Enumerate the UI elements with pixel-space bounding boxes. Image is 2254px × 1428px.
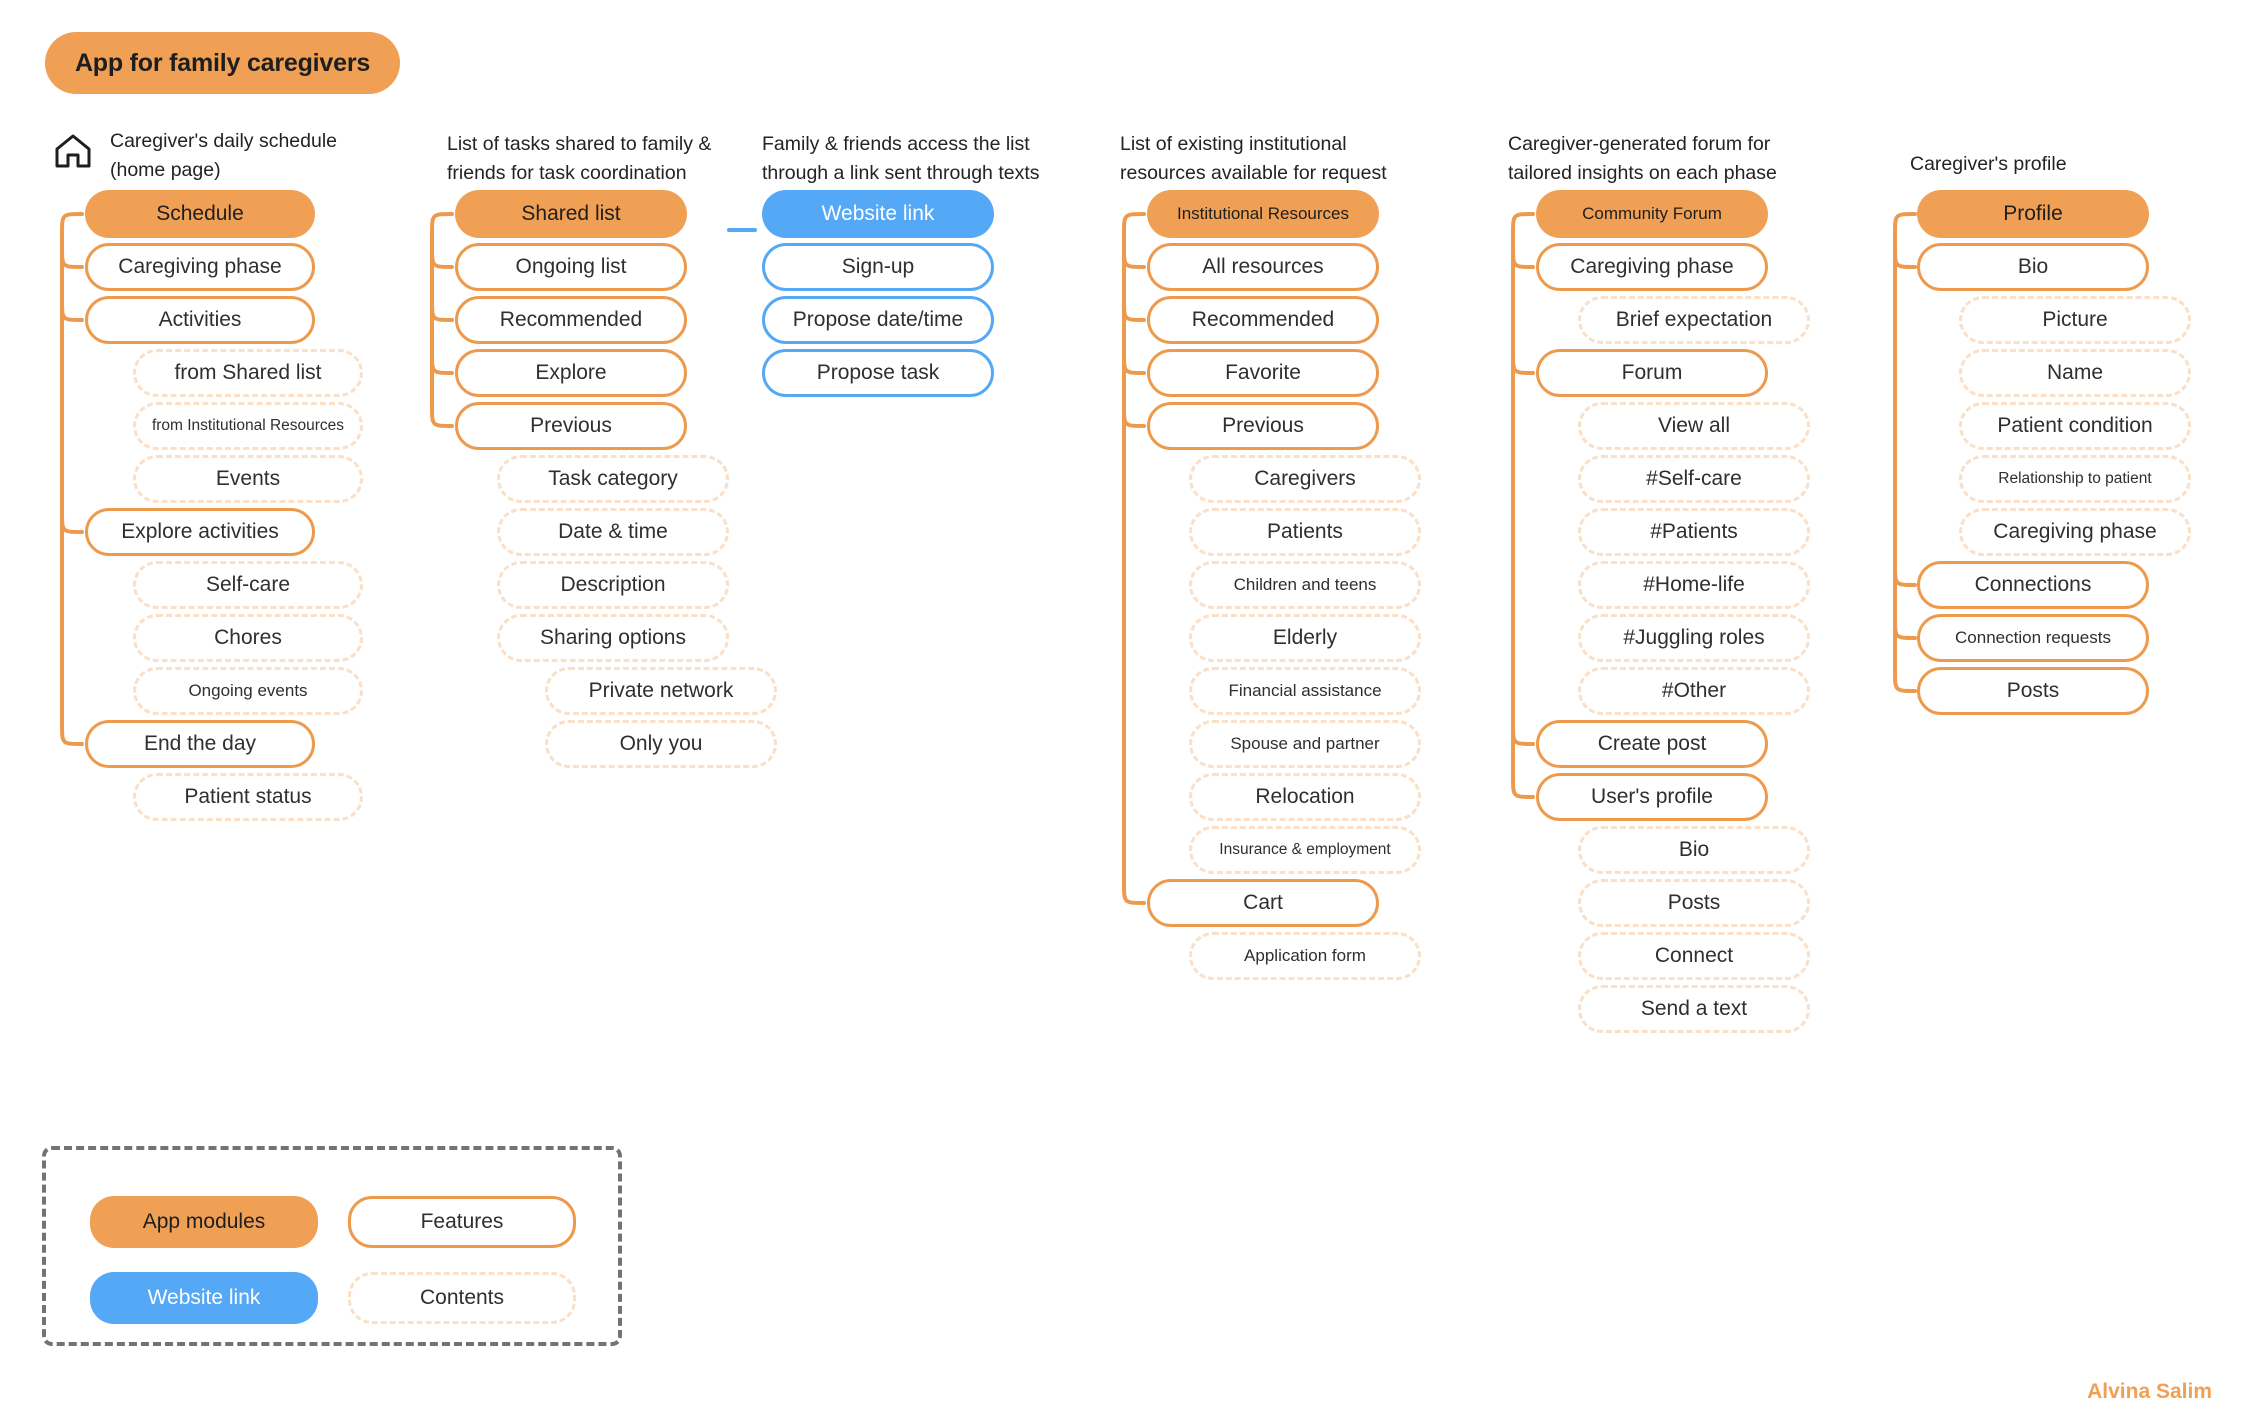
node-recommended[interactable]: Recommended [1147, 296, 1379, 344]
node-spouse-and-partner: Spouse and partner [1189, 720, 1421, 768]
node-patients: #Patients [1578, 508, 1810, 556]
column-caption-schedule: Caregiver's daily schedule (home page) [110, 130, 338, 181]
column-caption-website-link: Family & friends access the list through… [762, 133, 1040, 184]
node-posts: Posts [1578, 879, 1810, 927]
node-forum[interactable]: Forum [1536, 349, 1768, 397]
node-previous[interactable]: Previous [1147, 402, 1379, 450]
node-community-forum[interactable]: Community Forum [1536, 190, 1768, 238]
node-date-time: Date & time [497, 508, 729, 556]
shared-list-website-link-connector [727, 228, 757, 232]
node-name: Name [1959, 349, 2191, 397]
legend-item-website-link: Website link [90, 1272, 318, 1324]
node-ongoing-events: Ongoing events [133, 667, 363, 715]
node-send-a-text: Send a text [1578, 985, 1810, 1033]
node-all-resources[interactable]: All resources [1147, 243, 1379, 291]
column-caption-institutional-resources: List of existing institutional resources… [1120, 133, 1387, 184]
node-application-form: Application form [1189, 932, 1421, 980]
node-end-the-day[interactable]: End the day [85, 720, 315, 768]
node-task-category: Task category [497, 455, 729, 503]
home-icon [55, 134, 91, 168]
node-propose-date-time[interactable]: Propose date/time [762, 296, 994, 344]
legend-item-contents: Contents [348, 1272, 576, 1324]
column-caption-profile: Caregiver's profile [1910, 153, 2067, 175]
node-self-care: #Self-care [1578, 455, 1810, 503]
legend [42, 1146, 622, 1346]
node-explore-activities[interactable]: Explore activities [85, 508, 315, 556]
node-sharing-options: Sharing options [497, 614, 729, 662]
node-caregiving-phase[interactable]: Caregiving phase [85, 243, 315, 291]
author-signature: Alvina Salim [2087, 1380, 2212, 1403]
node-other: #Other [1578, 667, 1810, 715]
node-only-you: Only you [545, 720, 777, 768]
node-picture: Picture [1959, 296, 2191, 344]
node-description: Description [497, 561, 729, 609]
node-from-institutional-resources: from Institutional Resources [133, 402, 363, 450]
node-caregivers: Caregivers [1189, 455, 1421, 503]
node-recommended[interactable]: Recommended [455, 296, 687, 344]
node-view-all: View all [1578, 402, 1810, 450]
node-elderly: Elderly [1189, 614, 1421, 662]
node-institutional-resources[interactable]: Institutional Resources [1147, 190, 1379, 238]
legend-item-app-modules: App modules [90, 1196, 318, 1248]
node-connection-requests[interactable]: Connection requests [1917, 614, 2149, 662]
node-posts[interactable]: Posts [1917, 667, 2149, 715]
node-ongoing-list[interactable]: Ongoing list [455, 243, 687, 291]
node-activities[interactable]: Activities [85, 296, 315, 344]
node-patient-status: Patient status [133, 773, 363, 821]
node-insurance-employment: Insurance & employment [1189, 826, 1421, 874]
node-explore[interactable]: Explore [455, 349, 687, 397]
node-profile[interactable]: Profile [1917, 190, 2149, 238]
node-chores: Chores [133, 614, 363, 662]
column-caption-shared-list: List of tasks shared to family & friends… [447, 133, 712, 184]
node-private-network: Private network [545, 667, 777, 715]
node-self-care: Self-care [133, 561, 363, 609]
node-bio[interactable]: Bio [1917, 243, 2149, 291]
node-propose-task[interactable]: Propose task [762, 349, 994, 397]
node-create-post[interactable]: Create post [1536, 720, 1768, 768]
node-bio: Bio [1578, 826, 1810, 874]
node-connections[interactable]: Connections [1917, 561, 2149, 609]
node-relationship-to-patient: Relationship to patient [1959, 455, 2191, 503]
node-caregiving-phase[interactable]: Caregiving phase [1536, 243, 1768, 291]
legend-item-features: Features [348, 1196, 576, 1248]
node-financial-assistance: Financial assistance [1189, 667, 1421, 715]
node-children-and-teens: Children and teens [1189, 561, 1421, 609]
page-title: App for family caregivers [45, 32, 400, 94]
node-cart[interactable]: Cart [1147, 879, 1379, 927]
node-home-life: #Home-life [1578, 561, 1810, 609]
node-favorite[interactable]: Favorite [1147, 349, 1379, 397]
node-relocation: Relocation [1189, 773, 1421, 821]
node-user-s-profile[interactable]: User's profile [1536, 773, 1768, 821]
node-sign-up[interactable]: Sign-up [762, 243, 994, 291]
node-website-link[interactable]: Website link [762, 190, 994, 238]
node-events: Events [133, 455, 363, 503]
node-juggling-roles: #Juggling roles [1578, 614, 1810, 662]
node-patient-condition: Patient condition [1959, 402, 2191, 450]
node-from-shared-list: from Shared list [133, 349, 363, 397]
node-connect: Connect [1578, 932, 1810, 980]
node-patients: Patients [1189, 508, 1421, 556]
node-shared-list[interactable]: Shared list [455, 190, 687, 238]
node-brief-expectation: Brief expectation [1578, 296, 1810, 344]
node-previous[interactable]: Previous [455, 402, 687, 450]
node-schedule[interactable]: Schedule [85, 190, 315, 238]
column-caption-community-forum: Caregiver-generated forum for tailored i… [1508, 133, 1777, 184]
node-caregiving-phase: Caregiving phase [1959, 508, 2191, 556]
